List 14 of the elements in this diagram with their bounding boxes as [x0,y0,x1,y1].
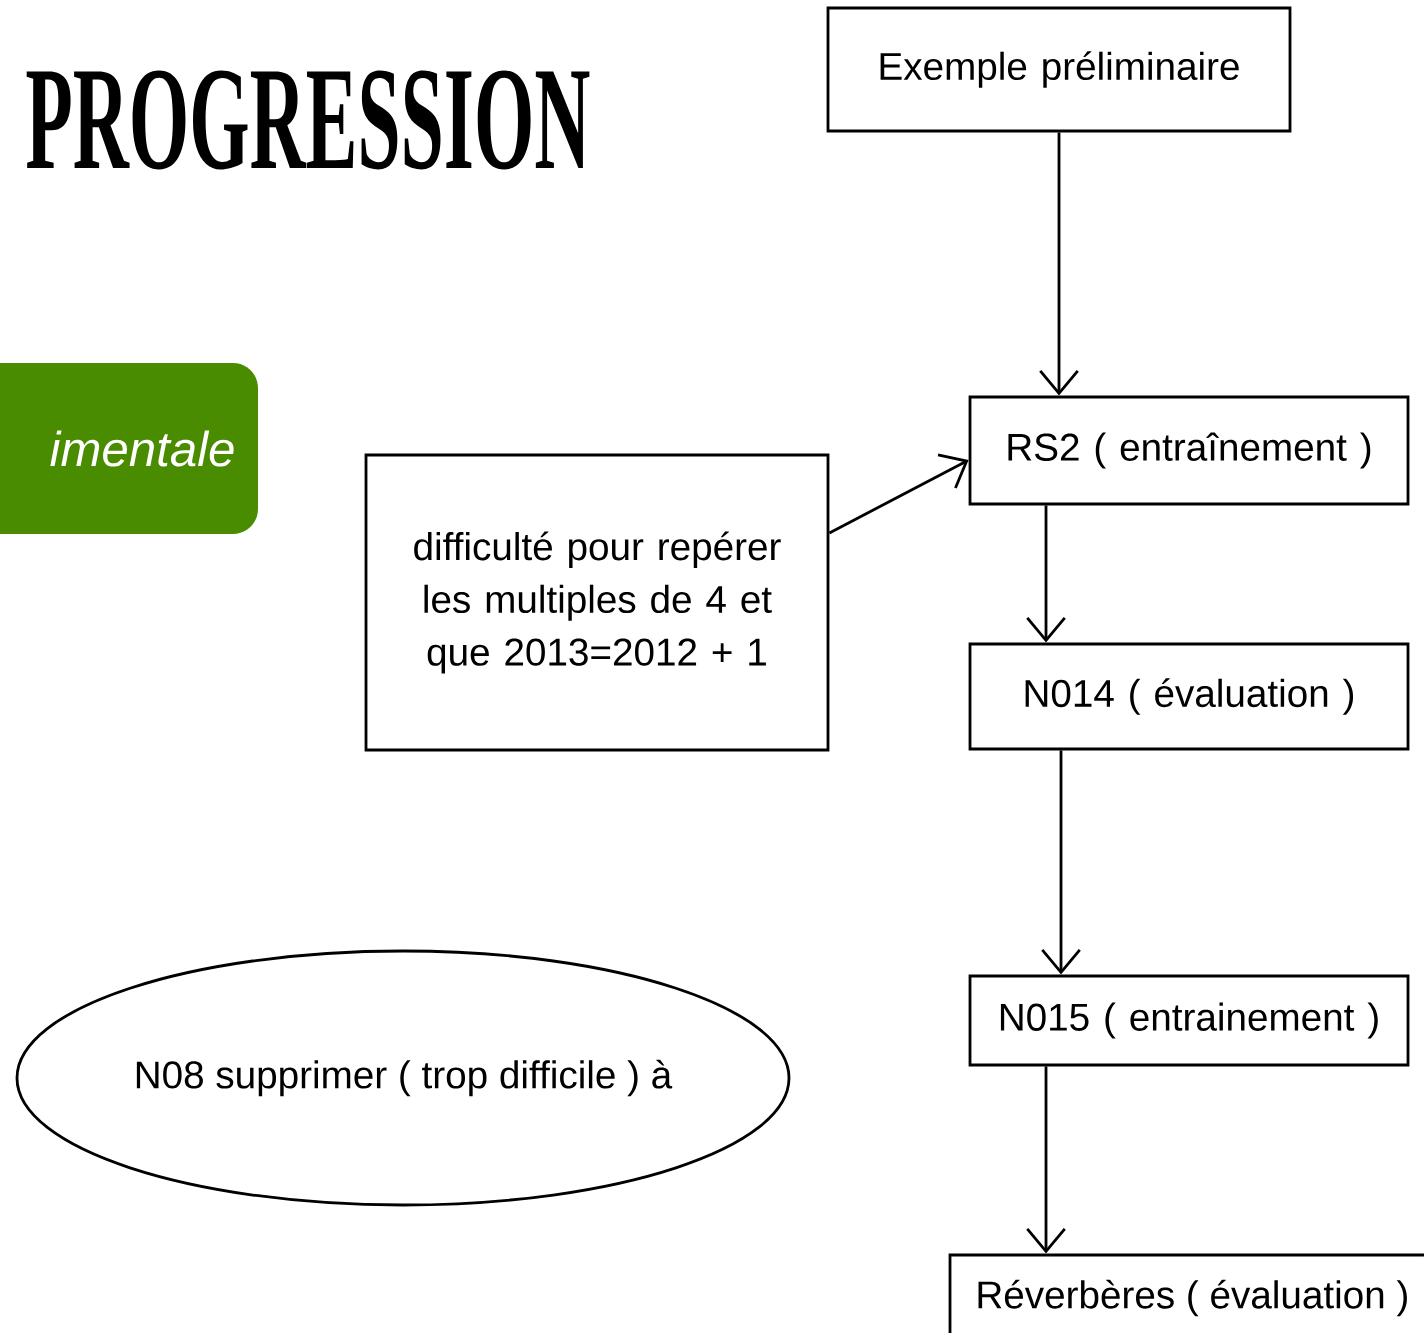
arrow [1039,132,1079,396]
arrow [828,453,969,535]
process-box: RS2 ( entraînement ) [968,395,1410,506]
arrow [1041,750,1081,975]
process-box: Exemple préliminaire [826,6,1292,133]
process-box [948,1253,1424,1333]
title: PROGRESSION [26,70,590,170]
process-box-label: Réverbères ( évaluation ) [978,1279,1407,1317]
process-box: N015 ( entrainement ) [968,974,1410,1067]
label-box: imentale [0,363,258,534]
arrow [1026,505,1066,643]
process-box: N014 ( évaluation ) [968,642,1410,751]
arrow [1026,1066,1066,1254]
process-box: difficulté pour repérer les multiples de 4 et que 2013=2012 + 1 [364,453,830,752]
